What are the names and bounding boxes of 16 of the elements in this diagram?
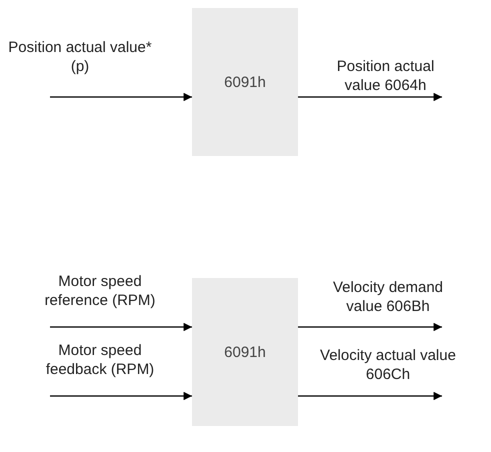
edge-label: Position actual value* (p) [7, 38, 153, 76]
arrow [298, 322, 442, 332]
node-label: 6091h [224, 74, 266, 90]
arrow [50, 322, 192, 332]
arrow [298, 92, 442, 102]
arrow [50, 92, 192, 102]
edge-label: Velocity actual value 606Ch [319, 346, 457, 384]
process-box [192, 278, 298, 426]
edge-label: Motor speed feedback (RPM) [44, 341, 156, 379]
arrow [298, 392, 442, 400]
node-label: 6091h [224, 344, 266, 360]
arrow [50, 392, 192, 400]
edge-label: Position actual value 6064h [336, 57, 436, 95]
process-box [192, 8, 298, 156]
edge-label: Motor speed reference (RPM) [44, 272, 156, 310]
edge-label: Velocity demand value 606Bh [332, 278, 444, 316]
